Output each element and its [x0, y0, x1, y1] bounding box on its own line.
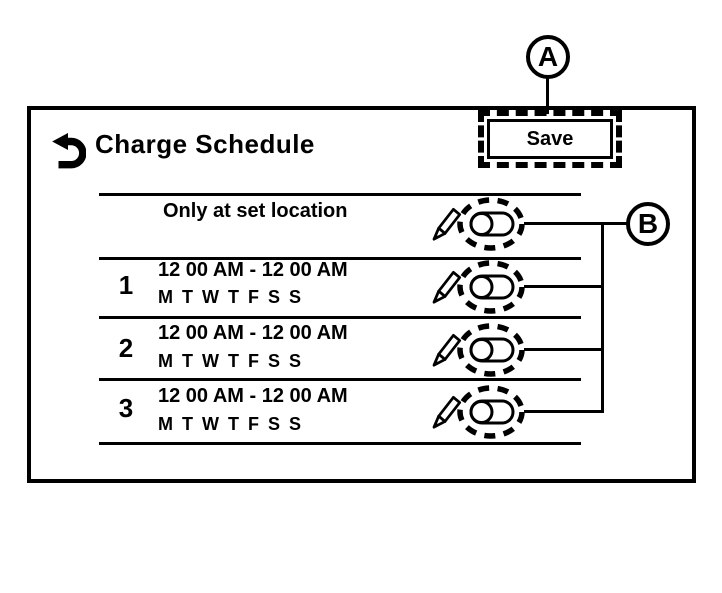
schedule-row-number: 3	[118, 393, 134, 423]
callout-a-label: A	[537, 41, 559, 72]
schedule-row-number: 1	[118, 270, 134, 300]
row-separator	[99, 442, 581, 445]
callout-b-circle: B	[626, 202, 670, 246]
save-button-label: Save	[526, 127, 574, 150]
edit-schedule-button[interactable]	[428, 203, 462, 245]
row-separator	[99, 378, 581, 381]
pencil-icon	[432, 395, 462, 429]
callout-a-leader-line	[546, 78, 549, 114]
callout-b-connector	[524, 222, 627, 225]
schedule-days: M T W T F S S	[158, 351, 303, 371]
set-location-toggle[interactable]	[454, 195, 528, 253]
toggle-off-icon	[457, 323, 525, 377]
toggle-off-icon	[457, 260, 525, 314]
edit-schedule-button[interactable]	[428, 391, 462, 433]
schedule-days: M T W T F S S	[158, 287, 303, 307]
callout-b-connector	[524, 285, 604, 288]
save-button-highlight: Save	[478, 110, 622, 168]
pencil-icon	[432, 207, 462, 241]
schedule-time-range: 12 00 AM - 12 00 AM	[158, 385, 348, 407]
toggle-off-icon	[457, 197, 525, 251]
callout-b-label: B	[637, 208, 659, 239]
pencil-icon	[432, 333, 462, 367]
callout-b-connector	[524, 348, 604, 351]
edit-schedule-button[interactable]	[428, 329, 462, 371]
toggle-off-icon	[457, 385, 525, 439]
edit-schedule-button[interactable]	[428, 266, 462, 308]
charge-schedule-screen: Charge Schedule Save Only at set locatio…	[27, 106, 696, 483]
schedule-2-toggle[interactable]	[454, 321, 528, 379]
save-button[interactable]: Save	[487, 119, 613, 159]
schedule-days: M T W T F S S	[158, 414, 303, 434]
row-separator	[99, 193, 581, 196]
schedule-3-toggle[interactable]	[454, 383, 528, 441]
back-arrow-icon	[52, 133, 87, 169]
schedule-row-number: 2	[118, 333, 134, 363]
row-separator	[99, 316, 581, 319]
callout-b-connector	[524, 410, 604, 413]
schedule-time-range: 12 00 AM - 12 00 AM	[158, 259, 348, 281]
schedule-1-toggle[interactable]	[454, 258, 528, 316]
schedule-time-range: 12 00 AM - 12 00 AM	[158, 322, 348, 344]
set-location-label: Only at set location	[163, 200, 348, 222]
pencil-icon	[432, 270, 462, 304]
callout-a-circle: A	[526, 35, 570, 79]
page-title: Charge Schedule	[95, 129, 315, 159]
row-separator	[99, 257, 581, 260]
callout-b-connector-vertical	[601, 222, 604, 413]
back-button[interactable]	[50, 132, 87, 170]
